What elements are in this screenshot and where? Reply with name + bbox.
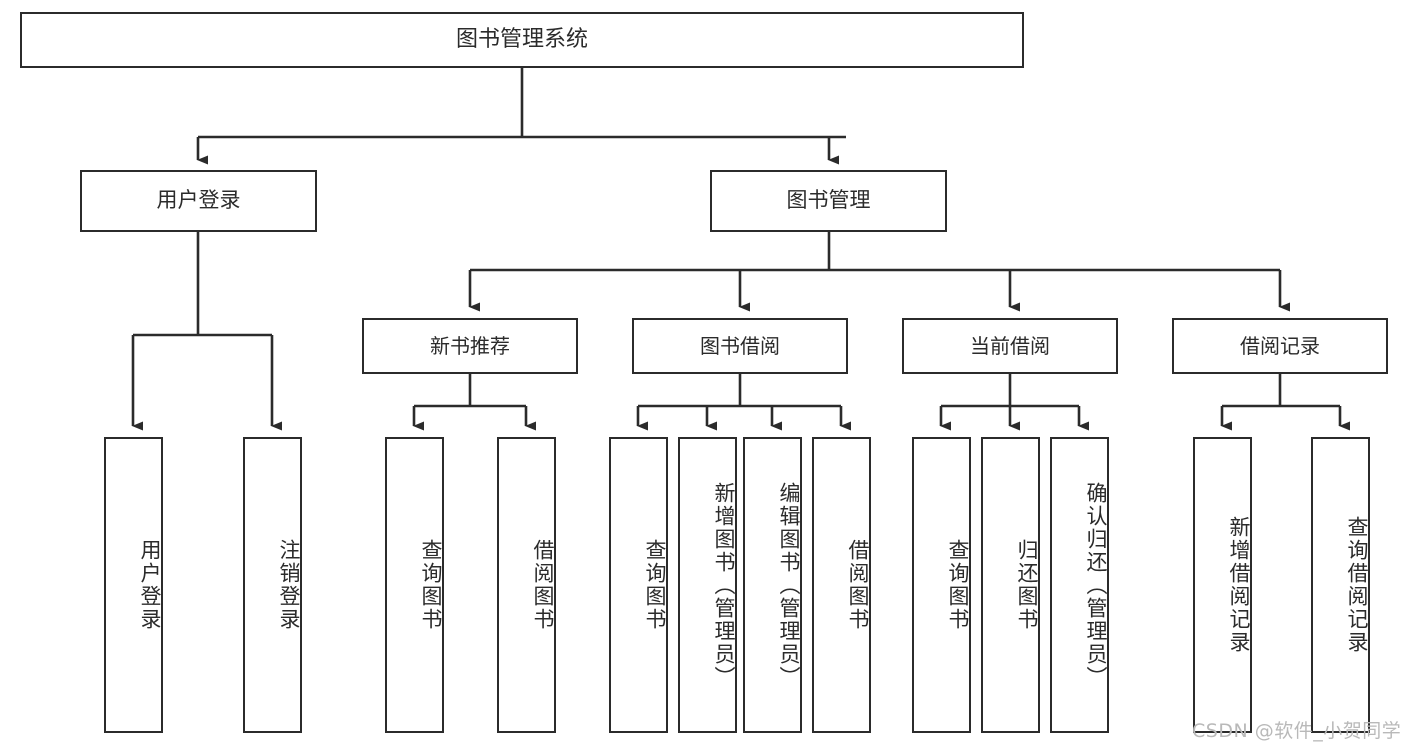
node-label: 查询借阅记录 [1345,516,1369,654]
leaf-borrow-book[interactable]: 借阅图书 [812,437,871,733]
node-label: 图书借阅 [700,333,780,358]
node-book-borrow[interactable]: 图书借阅 [632,318,848,374]
node-label: 图书管理 [786,188,871,213]
leaf-query-borrow-record[interactable]: 查询借阅记录 [1311,437,1370,733]
node-label: 用户登录 [138,539,162,631]
leaf-edit-book-admin[interactable]: 编辑图书（管理员） [743,437,802,733]
node-label: 借阅记录 [1240,333,1320,358]
node-label: 用户登录 [156,188,241,213]
leaf-borrow-book-recommend[interactable]: 借阅图书 [497,437,556,733]
node-label: 注销登录 [277,539,301,631]
leaf-user-login[interactable]: 用户登录 [104,437,163,733]
node-label: 查询图书 [419,539,443,631]
node-root-system[interactable]: 图书管理系统 [20,12,1024,68]
csdn-watermark: CSDN @软件_小贺同学 [1192,716,1401,743]
leaf-query-book-current[interactable]: 查询图书 [912,437,971,733]
leaf-query-book-borrow[interactable]: 查询图书 [609,437,668,733]
node-label: 借阅图书 [531,539,555,631]
node-borrow-record[interactable]: 借阅记录 [1172,318,1388,374]
node-label: 新增借阅记录 [1227,516,1251,654]
node-label: 查询图书 [643,539,667,631]
node-new-book-recommend[interactable]: 新书推荐 [362,318,578,374]
node-current-borrow[interactable]: 当前借阅 [902,318,1118,374]
node-label: 归还图书 [1015,539,1039,631]
node-label: 查询图书 [946,539,970,631]
leaf-query-book-recommend[interactable]: 查询图书 [385,437,444,733]
node-label: 新书推荐 [430,333,510,358]
leaf-add-borrow-record[interactable]: 新增借阅记录 [1193,437,1252,733]
leaf-confirm-return-admin[interactable]: 确认归还（管理员） [1050,437,1109,733]
node-user-login[interactable]: 用户登录 [80,170,317,232]
node-label: 确认归还（管理员） [1084,481,1108,689]
leaf-return-book[interactable]: 归还图书 [981,437,1040,733]
node-book-management[interactable]: 图书管理 [710,170,947,232]
watermark-text: CSDN @软件_小贺同学 [1192,720,1402,742]
node-label: 编辑图书（管理员） [777,481,801,689]
node-label: 图书管理系统 [455,26,588,52]
node-label: 新增图书（管理员） [712,481,736,689]
node-label: 当前借阅 [970,333,1050,358]
leaf-logout[interactable]: 注销登录 [243,437,302,733]
leaf-add-book-admin[interactable]: 新增图书（管理员） [678,437,737,733]
node-label: 借阅图书 [846,539,870,631]
